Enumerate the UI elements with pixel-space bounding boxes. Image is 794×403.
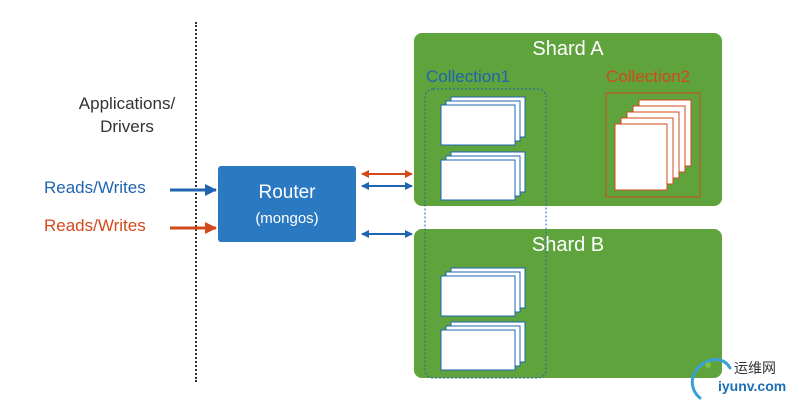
reads-writes-label-orange: Reads/Writes [44,216,146,235]
applications-label: Applications/ [78,94,176,113]
watermark-logo-icon [690,358,732,400]
collection1-label: Collection1 [426,67,511,86]
collection2-outline [605,92,701,198]
collection2-label: Collection2 [606,67,691,86]
chunk-stack-1 [440,96,526,146]
router-title: Router [258,182,316,203]
router-box: Router (mongos) [218,166,356,242]
watermark-text-url: iyunv.com [718,378,787,394]
router-subtitle: (mongos) [255,210,319,227]
app-boundary-divider [195,22,197,382]
chunk-stack-3 [440,267,526,317]
shard-b-title: Shard B [531,234,605,256]
watermark-text-cn: 运维网 [734,360,776,376]
reads-writes-label-blue: Reads/Writes [44,178,146,197]
applications-drivers-label: Applications/ Drivers [52,92,202,138]
collection2-document-stack [614,99,692,191]
chunk-stack-4 [440,321,526,371]
shard-a-title: Shard A [532,38,604,60]
collection1-outline [424,88,547,379]
drivers-label: Drivers [100,117,154,136]
chunk-stack-2 [440,151,526,201]
